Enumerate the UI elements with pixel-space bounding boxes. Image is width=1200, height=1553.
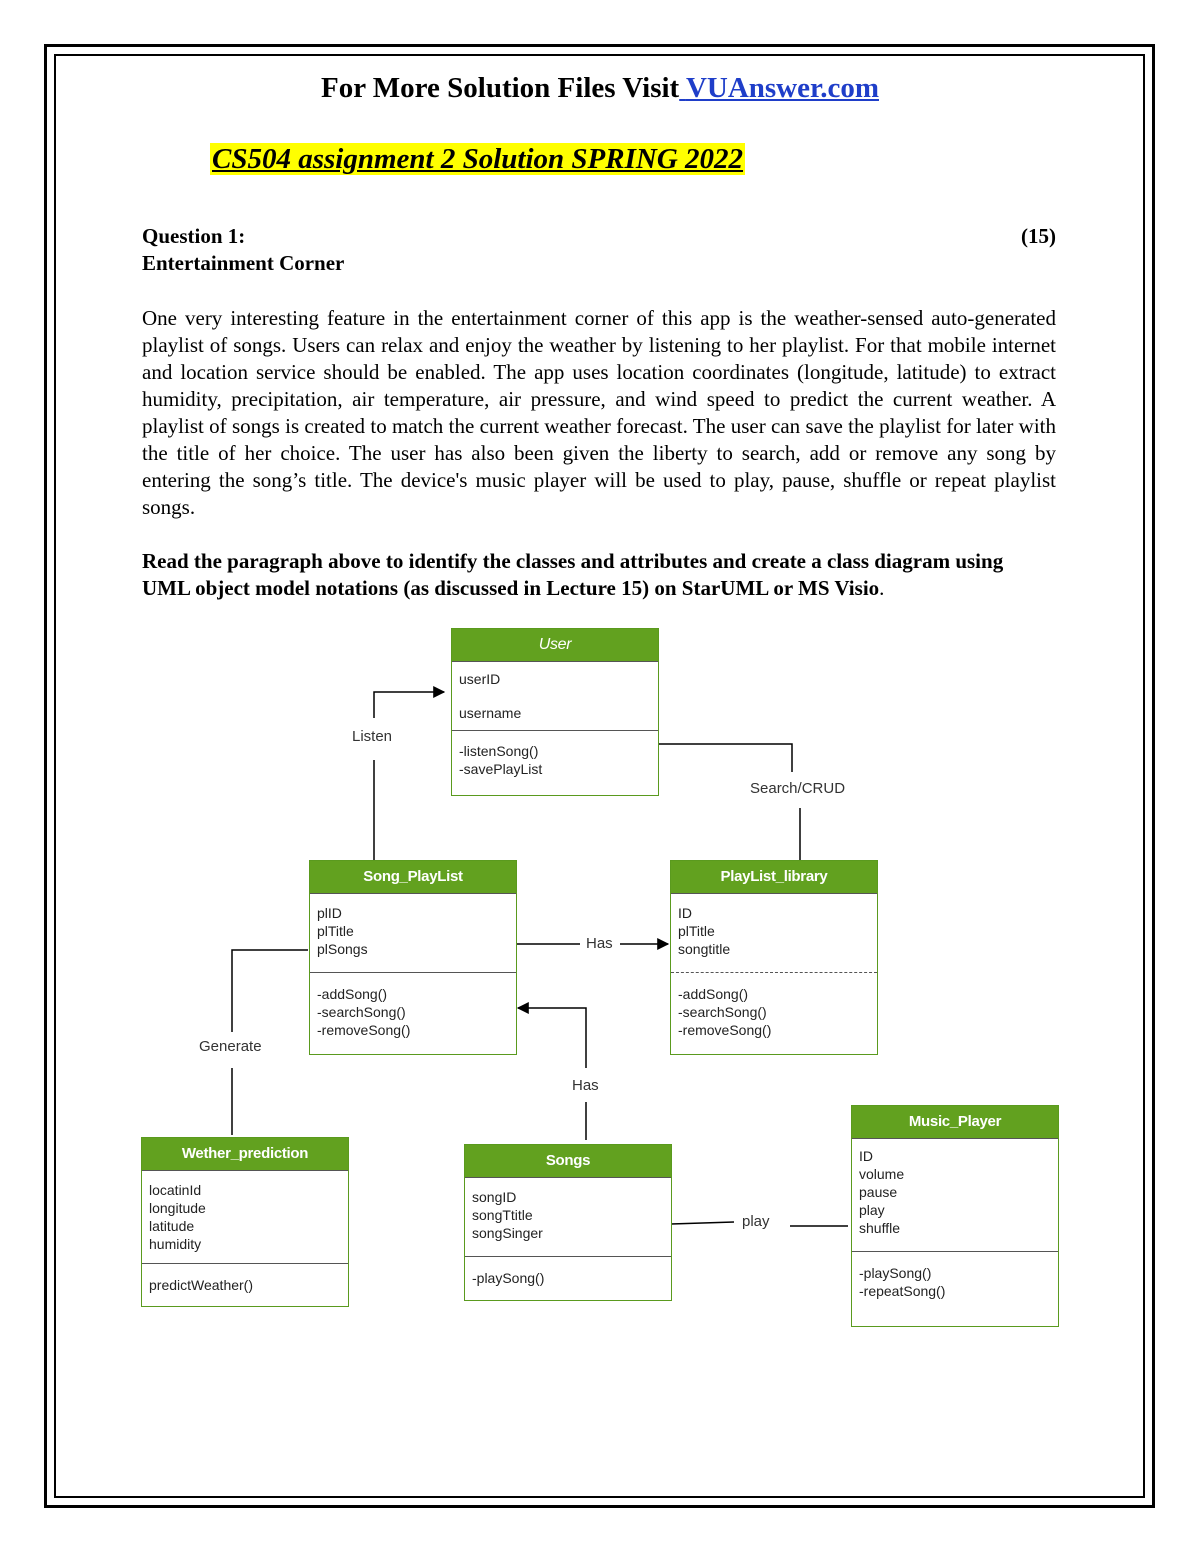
- class-weather-prediction-name: Wether_prediction: [142, 1138, 348, 1170]
- operation: -playSong(): [472, 1270, 545, 1286]
- instruction-period: .: [879, 576, 885, 600]
- attribute: userID: [459, 671, 501, 687]
- page-border-outer: [44, 44, 1155, 1508]
- question-marks: (15): [1021, 224, 1056, 248]
- class-song-playlist-attributes: plID plTitle plSongs: [310, 893, 516, 972]
- class-user[interactable]: User userID username -listenSong() -save…: [451, 628, 659, 796]
- class-music-player[interactable]: Music_Player ID volume pause play shuffl…: [851, 1105, 1059, 1327]
- class-playlist-library-attributes: ID plTitle songtitle: [671, 893, 877, 972]
- operation: -searchSong(): [678, 1004, 767, 1020]
- attribute: volume: [859, 1166, 905, 1182]
- attribute: longitude: [149, 1200, 206, 1216]
- assignment-title-text: CS504 assignment 2 Solution SPRING 2022: [210, 143, 746, 175]
- question-paragraph: One very interesting feature in the ente…: [142, 306, 1056, 519]
- class-song-playlist-operations: -addSong() -searchSong() -removeSong(): [310, 972, 516, 1045]
- header-line: For More Solution Files Visit VUAnswer.c…: [0, 72, 1200, 105]
- question-topic: Entertainment Corner: [142, 251, 345, 275]
- class-songs-attributes: songID songTtitle songSinger: [465, 1177, 671, 1256]
- class-songs[interactable]: Songs songID songTtitle songSinger -play…: [464, 1144, 672, 1301]
- operation: -repeatSong(): [859, 1283, 946, 1299]
- attribute: username: [459, 705, 522, 721]
- generate-line-upper: [231, 949, 308, 1032]
- class-weather-prediction-attributes: locatinId longitude latitude humidity: [142, 1170, 348, 1263]
- relation-listen-label: Listen: [349, 728, 396, 745]
- class-music-player-operations: -playSong() -repeatSong(): [852, 1251, 1058, 1306]
- attribute: plTitle: [678, 923, 715, 939]
- operation: -playSong(): [859, 1265, 932, 1281]
- page-border-inner: [54, 54, 1145, 1498]
- operation: -addSong(): [317, 986, 388, 1002]
- attribute: plID: [317, 905, 342, 921]
- attribute: songID: [472, 1189, 517, 1205]
- question-instruction: Read the paragraph above to identify the…: [142, 548, 1056, 602]
- attribute: plSongs: [317, 941, 368, 957]
- play-line-left: [670, 1221, 735, 1225]
- relation-generate-label: Generate: [196, 1038, 265, 1055]
- has-songs-line-upper: [516, 1002, 587, 1068]
- attribute: play: [859, 1202, 885, 1218]
- class-user-attributes: userID username: [452, 661, 658, 730]
- class-weather-prediction-operations: predictWeather(): [142, 1263, 348, 1300]
- class-playlist-library-name: PlayList_library: [671, 861, 877, 893]
- relation-has-library-label: Has: [583, 935, 616, 952]
- class-user-name: User: [452, 629, 658, 661]
- class-user-operations: -listenSong() -savePlayList: [452, 730, 658, 784]
- attribute: songtitle: [678, 941, 731, 957]
- header-link[interactable]: VUAnswer.com: [685, 72, 879, 104]
- attribute: shuffle: [859, 1220, 900, 1236]
- question-label: Question 1:: [142, 224, 246, 248]
- operation: -removeSong(): [317, 1022, 411, 1038]
- operation: -savePlayList: [459, 761, 543, 777]
- assignment-title: CS504 assignment 2 Solution SPRING 2022: [210, 143, 746, 176]
- listen-line-upper: [373, 686, 446, 718]
- attribute: songTtitle: [472, 1207, 533, 1223]
- operation: -listenSong(): [459, 743, 539, 759]
- attribute: pause: [859, 1184, 898, 1200]
- class-music-player-attributes: ID volume pause play shuffle: [852, 1138, 1058, 1251]
- header-prefix: For More Solution Files Visit: [321, 72, 680, 104]
- attribute: ID: [678, 905, 692, 921]
- operation: -addSong(): [678, 986, 749, 1002]
- class-song-playlist-name: Song_PlayList: [310, 861, 516, 893]
- class-weather-prediction[interactable]: Wether_prediction locatinId longitude la…: [141, 1137, 349, 1307]
- instruction-text: Read the paragraph above to identify the…: [142, 549, 1004, 600]
- class-songs-name: Songs: [465, 1145, 671, 1177]
- class-songs-operations: -playSong(): [465, 1256, 671, 1293]
- relation-search-crud-label: Search/CRUD: [747, 780, 849, 797]
- relation-play-label: play: [739, 1213, 773, 1230]
- operation: -searchSong(): [317, 1004, 406, 1020]
- class-song-playlist[interactable]: Song_PlayList plID plTitle plSongs -addS…: [309, 860, 517, 1055]
- operation: predictWeather(): [149, 1277, 254, 1293]
- attribute: plTitle: [317, 923, 354, 939]
- attribute: latitude: [149, 1218, 195, 1234]
- attribute: songSinger: [472, 1225, 543, 1241]
- attribute: humidity: [149, 1236, 202, 1252]
- class-playlist-library-operations: -addSong() -searchSong() -removeSong(): [671, 972, 877, 1045]
- class-playlist-library[interactable]: PlayList_library ID plTitle songtitle -a…: [670, 860, 878, 1055]
- relation-has-songs-label: Has: [569, 1077, 602, 1094]
- attribute: locatinId: [149, 1182, 202, 1198]
- class-music-player-name: Music_Player: [852, 1106, 1058, 1138]
- operation: -removeSong(): [678, 1022, 772, 1038]
- search-crud-line-upper: [659, 743, 793, 772]
- attribute: ID: [859, 1148, 873, 1164]
